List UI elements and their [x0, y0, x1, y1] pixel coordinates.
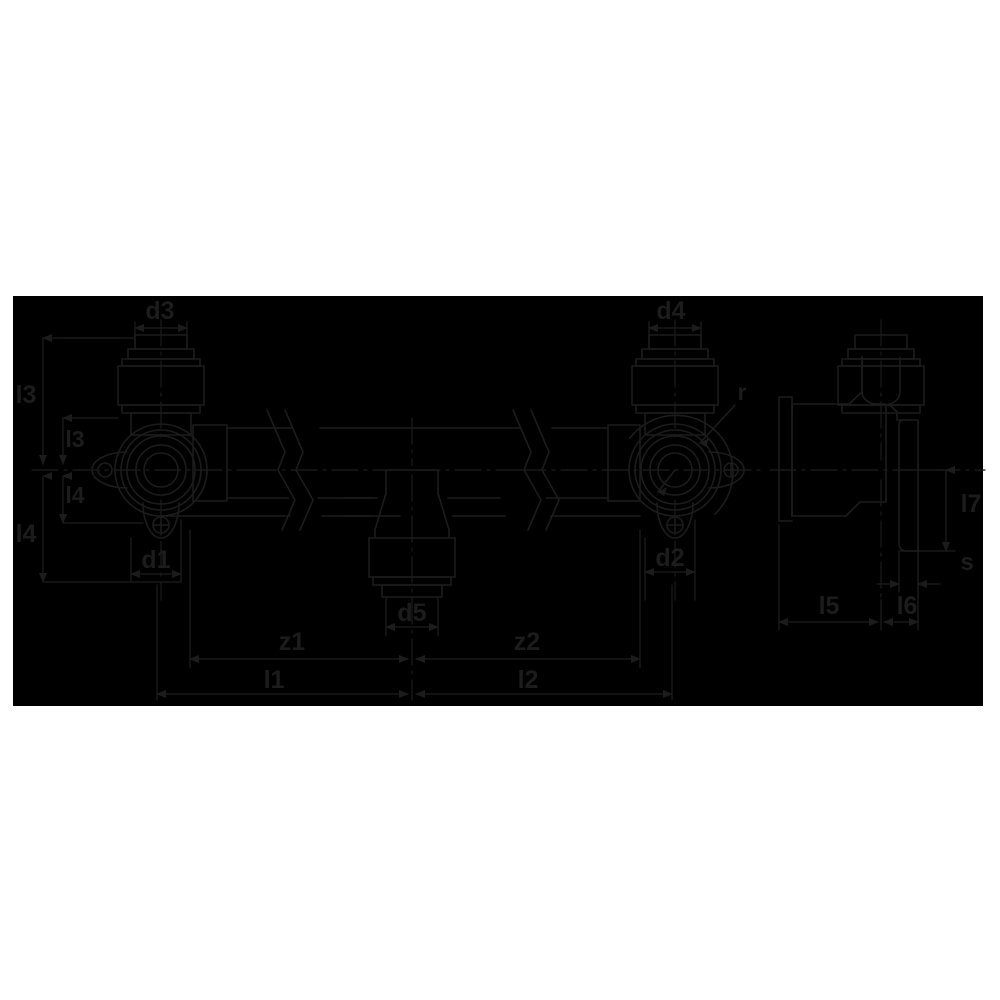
dimension-geometry: [39, 321, 956, 701]
drawing-plate: [13, 296, 983, 706]
dim-label-l5: l5: [819, 592, 840, 620]
dim-label-l1: l1: [264, 666, 285, 694]
dim-label-s: s: [960, 549, 973, 576]
dim-label-d2: d2: [655, 544, 684, 572]
dim-label-d5: d5: [397, 599, 426, 627]
dim-label-l3-inner: l3: [65, 426, 84, 452]
dimension-label-group: d3 d4 l3 l4 l3 l4 d1 d2 d5 r z1 z2 l1 l2…: [16, 297, 982, 694]
dim-label-d1: d1: [141, 546, 170, 574]
dim-label-r: r: [738, 379, 747, 405]
side-view-press-socket: [837, 334, 925, 414]
dim-label-l6: l6: [897, 592, 918, 620]
dim-label-d3: d3: [145, 297, 174, 325]
dim-label-l3-outer: l3: [16, 381, 37, 409]
dim-label-z1: z1: [279, 628, 306, 656]
dim-label-l7: l7: [961, 490, 982, 518]
dim-label-l4-outer: l4: [16, 520, 37, 548]
right-pipe-run: [399, 427, 641, 517]
dim-label-z2: z2: [514, 628, 540, 656]
dim-label-l2: l2: [518, 666, 539, 694]
side-view-elbow-body: [845, 356, 904, 517]
centrelines: [31, 319, 986, 701]
centre-branch-fitting: [342, 469, 506, 598]
dim-label-l4-inner: l4: [65, 482, 84, 508]
dim-label-d4: d4: [656, 297, 685, 325]
side-view-socket: [778, 396, 850, 522]
